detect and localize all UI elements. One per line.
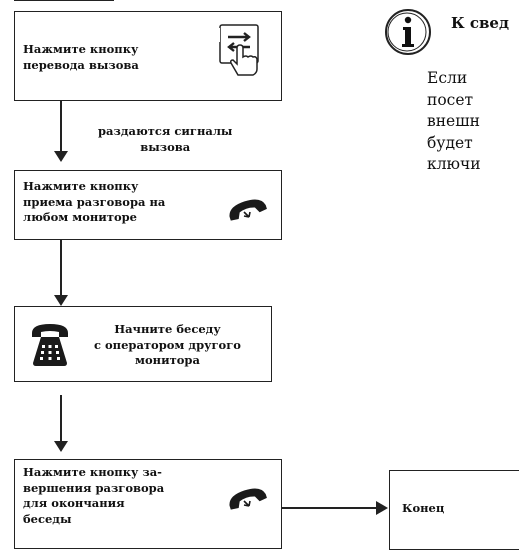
flow-arrowhead-2	[54, 295, 68, 306]
handset-icon	[229, 199, 267, 221]
step-end-call-label: Нажмите кнопку за- вершения разговора дл…	[23, 465, 165, 526]
flow-arrowhead-1	[54, 151, 68, 162]
step-answer-box: Нажмите кнопку приема разговора на любом…	[14, 170, 282, 240]
edge-note: раздаются сигналы вызова	[98, 124, 233, 154]
step-transfer-label: Нажмите кнопку перевода вызова	[23, 42, 139, 72]
info-body: Если посет внешн будет ключи	[427, 69, 481, 173]
top-rule	[14, 0, 114, 1]
flow-arrowhead-4	[376, 501, 388, 515]
flow-arrowhead-3	[54, 441, 68, 452]
info-title: К свед	[451, 14, 509, 32]
flow-line-1	[60, 101, 62, 152]
handset-icon	[229, 488, 267, 510]
transfer-call-icon	[215, 24, 259, 76]
step-talk-box: Начните беседу с оператором другого мони…	[14, 306, 272, 382]
step-answer-label: Нажмите кнопку приема разговора на любом…	[23, 179, 166, 224]
step-transfer-box: Нажмите кнопку перевода вызова	[14, 11, 282, 101]
flow-line-2	[60, 240, 62, 298]
step-end-call-box: Нажмите кнопку за- вершения разговора дл…	[14, 459, 282, 549]
step-talk-label: Начните беседу с оператором другого мони…	[94, 322, 241, 367]
desk-phone-icon	[32, 324, 68, 366]
flow-line-3	[60, 395, 62, 443]
flow-line-4	[282, 507, 378, 509]
info-icon	[385, 9, 431, 55]
end-label: Конец	[402, 501, 445, 515]
end-box: Конец	[389, 470, 519, 550]
